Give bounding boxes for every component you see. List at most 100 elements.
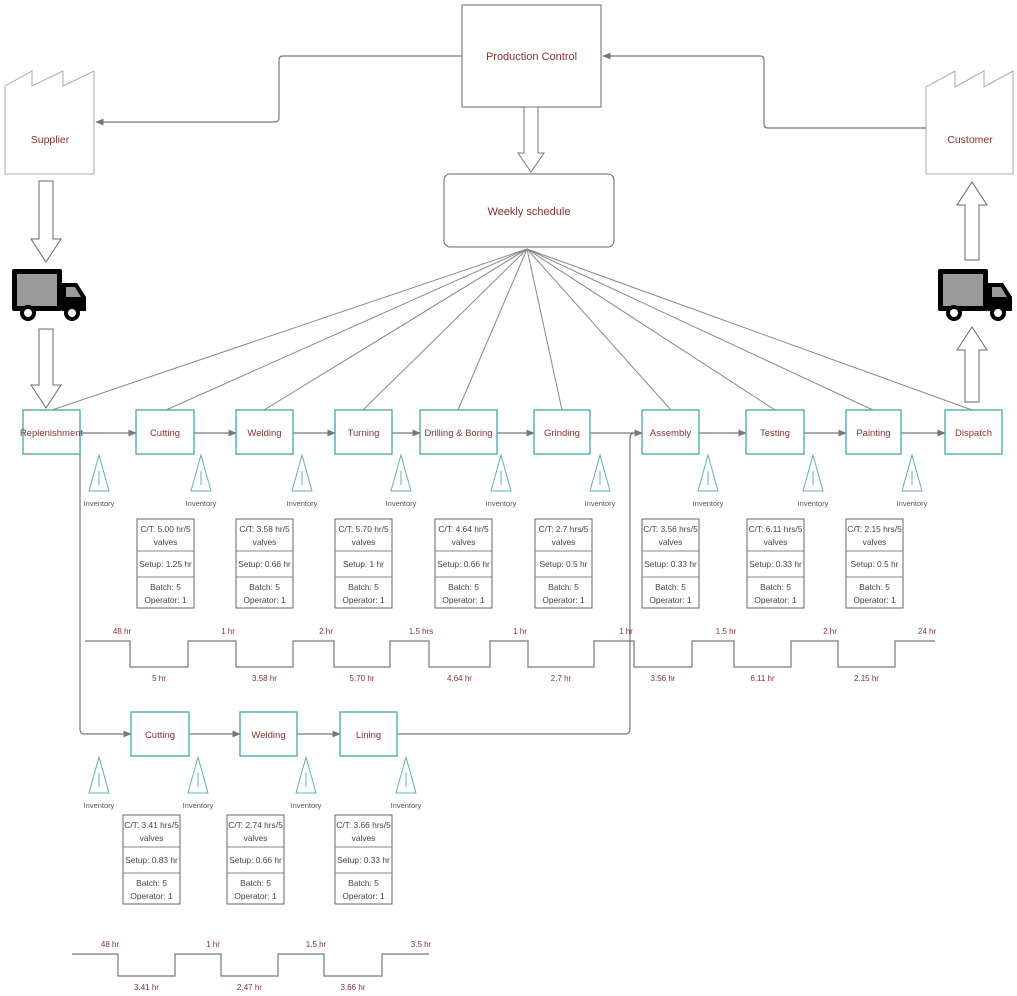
main-process-time: 4.64 hr	[447, 674, 472, 683]
inventory-main-3: Inventory	[287, 453, 318, 508]
inventory-main-4: Inventory	[386, 453, 417, 508]
cycle-time-unit: valves	[244, 833, 268, 843]
batch-size: Batch: 5	[348, 878, 379, 888]
cycle-time-unit: valves	[352, 537, 376, 547]
inventory-label: Inventory	[798, 499, 829, 508]
process-assembly-label: Assembly	[650, 428, 691, 439]
process-painting-label: Painting	[856, 428, 890, 439]
cycle-time: C/T: 3.56 hrs/5	[643, 524, 698, 534]
inventory-label: Inventory	[287, 499, 318, 508]
main-wait-time: 2 hr	[319, 627, 333, 636]
main-wait-time: 2 hr	[823, 627, 837, 636]
sub-process-welding-box	[239, 711, 298, 757]
info-flow-to-supplier	[95, 55, 462, 126]
inventory-sub-1: Inventory	[84, 755, 115, 810]
cycle-time: C/T: 3.41 hrs/5	[124, 820, 179, 830]
supplier-push-arrow-1	[30, 180, 62, 263]
operator-count: Operator: 1	[853, 595, 896, 605]
batch-size: Batch: 5	[760, 582, 791, 592]
batch-size: Batch: 5	[249, 582, 280, 592]
operator-count: Operator: 1	[130, 891, 173, 901]
cycle-time-unit: valves	[154, 537, 178, 547]
weekly-schedule-box: Weekly schedule	[443, 173, 615, 248]
operator-count: Operator: 1	[754, 595, 797, 605]
cycle-time: C/T: 4.64 hr/5	[438, 524, 489, 534]
main-process-time: 5 hr	[152, 674, 166, 683]
process-drilling-boring-box	[419, 409, 498, 455]
inventory-sub-4: Inventory	[391, 755, 422, 810]
main-wait-time: 1 hr	[619, 627, 633, 636]
main-wait-time: 1 hr	[221, 627, 235, 636]
batch-size: Batch: 5	[136, 878, 167, 888]
process-drilling-boring-label: Drilling & Boring	[424, 428, 492, 439]
inventory-label: Inventory	[183, 801, 214, 810]
main-process-time: 3.58 hr	[252, 674, 277, 683]
inventory-label: Inventory	[897, 499, 928, 508]
batch-size: Batch: 5	[859, 582, 890, 592]
sub-process-welding-label: Welding	[251, 730, 285, 741]
cycle-time-unit: valves	[452, 537, 476, 547]
supplier-factory-icon: Supplier	[4, 70, 95, 175]
process-replenishment-label: Replenishment	[20, 428, 84, 439]
sub-process-time: 3.41 hr	[134, 983, 159, 992]
arrow-to-weekly-schedule	[517, 106, 545, 173]
setup-time: Setup: 0.33 hr	[749, 559, 802, 569]
sub-wait-time: 1.5 hr	[306, 940, 327, 949]
customer-push-arrow-2	[956, 181, 988, 261]
cycle-time-unit: valves	[140, 833, 164, 843]
supplier-push-arrow-2	[30, 328, 62, 409]
process-welding: Welding	[235, 409, 294, 455]
inventory-main-9: Inventory	[897, 453, 928, 508]
main-wait-time: 1.5 hr	[716, 627, 737, 636]
cycle-time-unit: valves	[552, 537, 576, 547]
cycle-time: C/T: 6.11 hrs/5	[749, 524, 803, 534]
setup-time: Setup: 0.66 hr	[229, 855, 282, 865]
process-grinding-label: Grinding	[544, 428, 580, 439]
inventory-label: Inventory	[84, 801, 115, 810]
customer-truck-icon	[938, 269, 1012, 321]
customer-push-arrow-1	[956, 326, 988, 403]
setup-time: Setup: 1 hr	[343, 559, 384, 569]
process-turning: Turning	[334, 409, 393, 455]
main-wait-time: 1.5 hrs	[409, 627, 433, 636]
inventory-label: Inventory	[84, 499, 115, 508]
sub-process-time: 3.66 hr	[341, 983, 366, 992]
setup-time: Setup: 0.5 hr	[540, 559, 588, 569]
cycle-time: C/T: 2.74 hrs/5	[228, 820, 283, 830]
process-drilling-boring: Drilling & Boring	[419, 409, 498, 455]
process-painting-box	[845, 409, 902, 455]
process-replenishment: Replenishment	[20, 409, 84, 455]
production-control: Production Control	[461, 4, 602, 108]
process-welding-label: Welding	[247, 428, 281, 439]
customer-label: Customer	[947, 134, 993, 146]
operator-count: Operator: 1	[144, 595, 187, 605]
main-process-time: 2.15 hr	[854, 674, 879, 683]
process-welding-box	[235, 409, 294, 455]
operator-count: Operator: 1	[442, 595, 485, 605]
sub-process-time: 2.47 hr	[237, 983, 262, 992]
supplier-truck-icon	[12, 269, 86, 321]
inventory-label: Inventory	[186, 499, 217, 508]
process-assembly-box	[641, 409, 700, 455]
process-cutting: Cutting	[135, 409, 195, 455]
operator-count: Operator: 1	[649, 595, 692, 605]
sub-process-cutting: Cutting	[130, 711, 190, 757]
sub-timeline	[72, 953, 429, 977]
batch-size: Batch: 5	[240, 878, 271, 888]
supplier-label: Supplier	[31, 134, 70, 146]
batch-size: Batch: 5	[655, 582, 686, 592]
sub-process-cutting-box	[130, 711, 190, 757]
operator-count: Operator: 1	[342, 891, 385, 901]
setup-time: Setup: 0.33 hr	[337, 855, 390, 865]
operator-count: Operator: 1	[243, 595, 286, 605]
setup-time: Setup: 0.83 hr	[125, 855, 178, 865]
sub-process-welding: Welding	[239, 711, 298, 757]
process-cutting-label: Cutting	[150, 428, 180, 439]
batch-size: Batch: 5	[150, 582, 181, 592]
